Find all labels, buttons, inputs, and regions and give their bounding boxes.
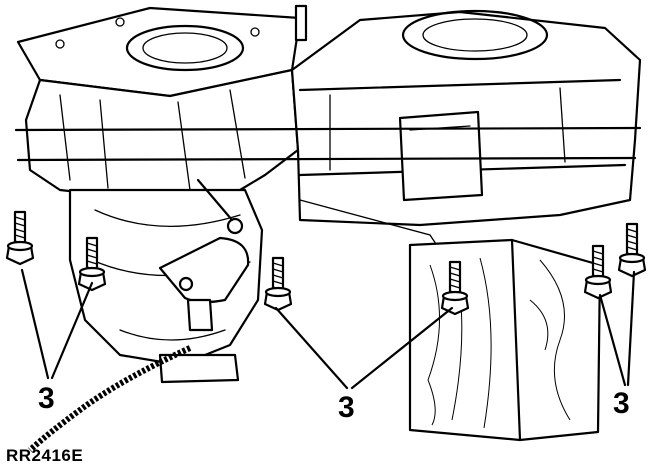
wooden-support-block	[408, 238, 602, 442]
speedometer-cable	[27, 345, 192, 453]
bolt-6	[617, 222, 647, 278]
bolt-5	[583, 244, 613, 300]
leader-lines	[20, 268, 636, 390]
callout-label-left: 3	[38, 382, 55, 415]
gearbox-housing-left	[16, 4, 308, 384]
bolt-1	[5, 210, 35, 266]
gearbox-housing-right	[14, 9, 642, 251]
bolt-2	[77, 236, 107, 292]
callout-label-right: 3	[613, 387, 630, 420]
bolt-3	[263, 256, 293, 312]
bolt-4	[440, 260, 470, 316]
figure-id: RR2416E	[6, 446, 83, 465]
callout-label-center: 3	[338, 391, 355, 424]
retaining-bolts	[5, 210, 647, 316]
